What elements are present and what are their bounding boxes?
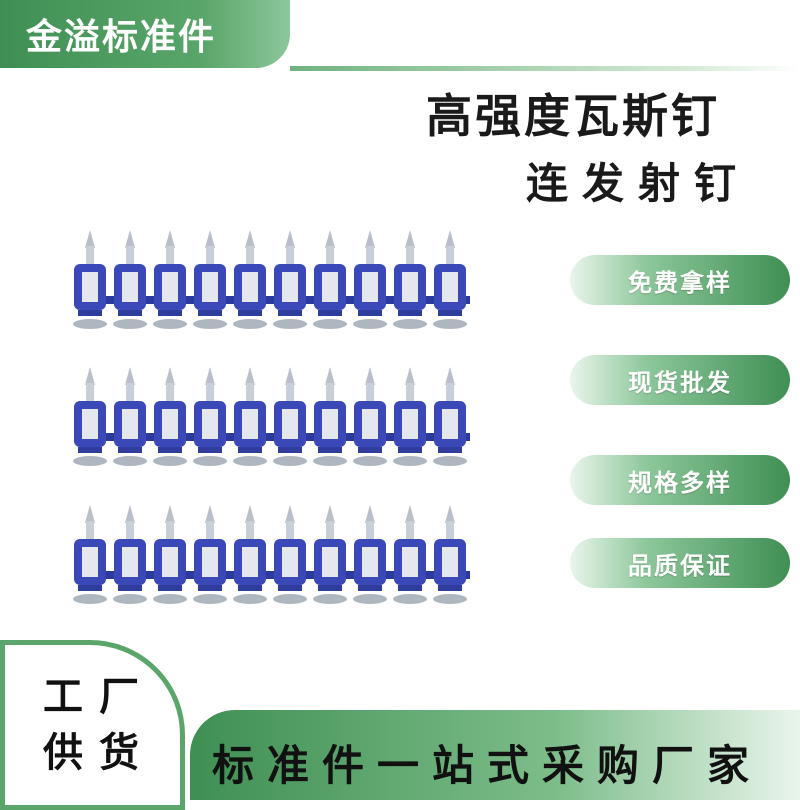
nail <box>353 367 387 466</box>
nail-strip <box>70 503 480 613</box>
nail <box>433 230 467 329</box>
strip-band <box>74 296 470 304</box>
header-rule <box>290 66 800 71</box>
footer-banner: 标准件一站式采购厂家 <box>190 710 800 800</box>
nail <box>233 367 267 466</box>
nail <box>433 367 467 466</box>
nail <box>353 505 387 604</box>
nail <box>393 230 427 329</box>
nail <box>313 367 347 466</box>
nail <box>393 367 427 466</box>
headline-line1: 高强度瓦斯钉 <box>426 89 720 143</box>
feature-wholesale: 现货批发 <box>570 355 790 405</box>
nail <box>113 230 147 329</box>
brand-name: 金溢标准件 <box>26 17 217 58</box>
nail-strip <box>70 228 480 338</box>
nail <box>273 505 307 604</box>
nail <box>193 367 227 466</box>
nail <box>73 230 107 329</box>
nail <box>73 367 107 466</box>
nail <box>113 505 147 604</box>
nail <box>433 505 467 604</box>
feature-free-sample: 免费拿样 <box>570 255 790 305</box>
nail <box>113 367 147 466</box>
strip-band <box>74 433 470 441</box>
headline-line2: 连发射钉 <box>525 159 750 208</box>
factory-badge: 工厂 供货 <box>0 640 185 810</box>
nail <box>193 230 227 329</box>
nail <box>393 505 427 604</box>
strip-band <box>74 571 470 579</box>
nail <box>313 230 347 329</box>
nail <box>353 230 387 329</box>
nail <box>273 367 307 466</box>
nail <box>73 505 107 604</box>
feature-variety: 规格多样 <box>570 455 790 505</box>
feature-quality: 品质保证 <box>570 538 790 588</box>
nail <box>153 505 187 604</box>
nail <box>313 505 347 604</box>
nail <box>153 367 187 466</box>
footer-slogan: 标准件一站式采购厂家 <box>212 741 763 790</box>
nail-strip <box>70 365 480 475</box>
nail <box>273 230 307 329</box>
nail <box>233 230 267 329</box>
nail <box>193 505 227 604</box>
badge-line1: 工厂 <box>43 674 155 720</box>
nail <box>233 505 267 604</box>
badge-line2: 供货 <box>43 730 155 776</box>
nail <box>153 230 187 329</box>
brand-banner: 金溢标准件 <box>0 0 290 68</box>
